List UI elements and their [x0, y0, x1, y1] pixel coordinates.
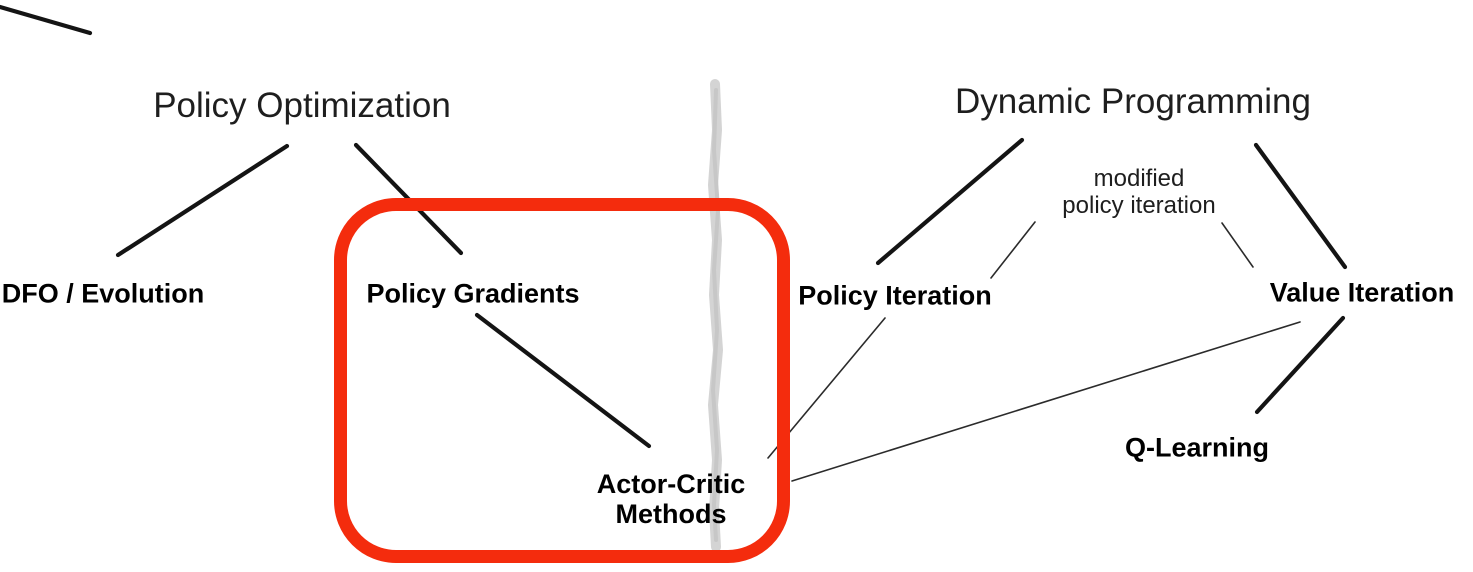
edge-policy-gradients-actor-critic — [474, 312, 652, 449]
node-actor-critic-line1: Actor-Critic — [596, 469, 746, 499]
divider-line-texture — [711, 88, 720, 542]
edge-modified-policy-iteration-policy-iteration — [990, 221, 1036, 279]
node-modified-policy-iteration-line2: policy iteration — [1062, 192, 1216, 219]
node-actor-critic-line2: Methods — [615, 499, 727, 529]
node-value-iteration: Value Iteration — [1269, 277, 1455, 308]
edge-actor-critic-value-iteration — [791, 321, 1301, 482]
node-dfo-evolution: DFO / Evolution — [1, 278, 205, 309]
edge-policy-optimization-dfo — [115, 143, 290, 258]
title-policy-optimization: Policy Optimization — [153, 86, 451, 125]
node-modified-policy-iteration: modified policy iteration — [1062, 165, 1215, 219]
node-actor-critic-methods: Actor-Critic Methods — [597, 469, 746, 529]
node-q-learning: Q-Learning — [1124, 432, 1270, 463]
edge-modified-policy-iteration-value-iteration — [1221, 222, 1254, 268]
node-policy-iteration: Policy Iteration — [798, 280, 992, 311]
node-policy-gradients: Policy Gradients — [366, 278, 580, 309]
edge-dynamic-programming-value-iteration — [1253, 142, 1348, 270]
stray-corner-stroke — [0, 4, 93, 36]
highlight-box — [334, 198, 790, 563]
node-modified-policy-iteration-line1: modified — [1093, 165, 1185, 192]
edge-value-iteration-q-learning — [1254, 315, 1346, 415]
title-dynamic-programming: Dynamic Programming — [955, 82, 1311, 121]
edge-dynamic-programming-policy-iteration — [875, 137, 1025, 266]
